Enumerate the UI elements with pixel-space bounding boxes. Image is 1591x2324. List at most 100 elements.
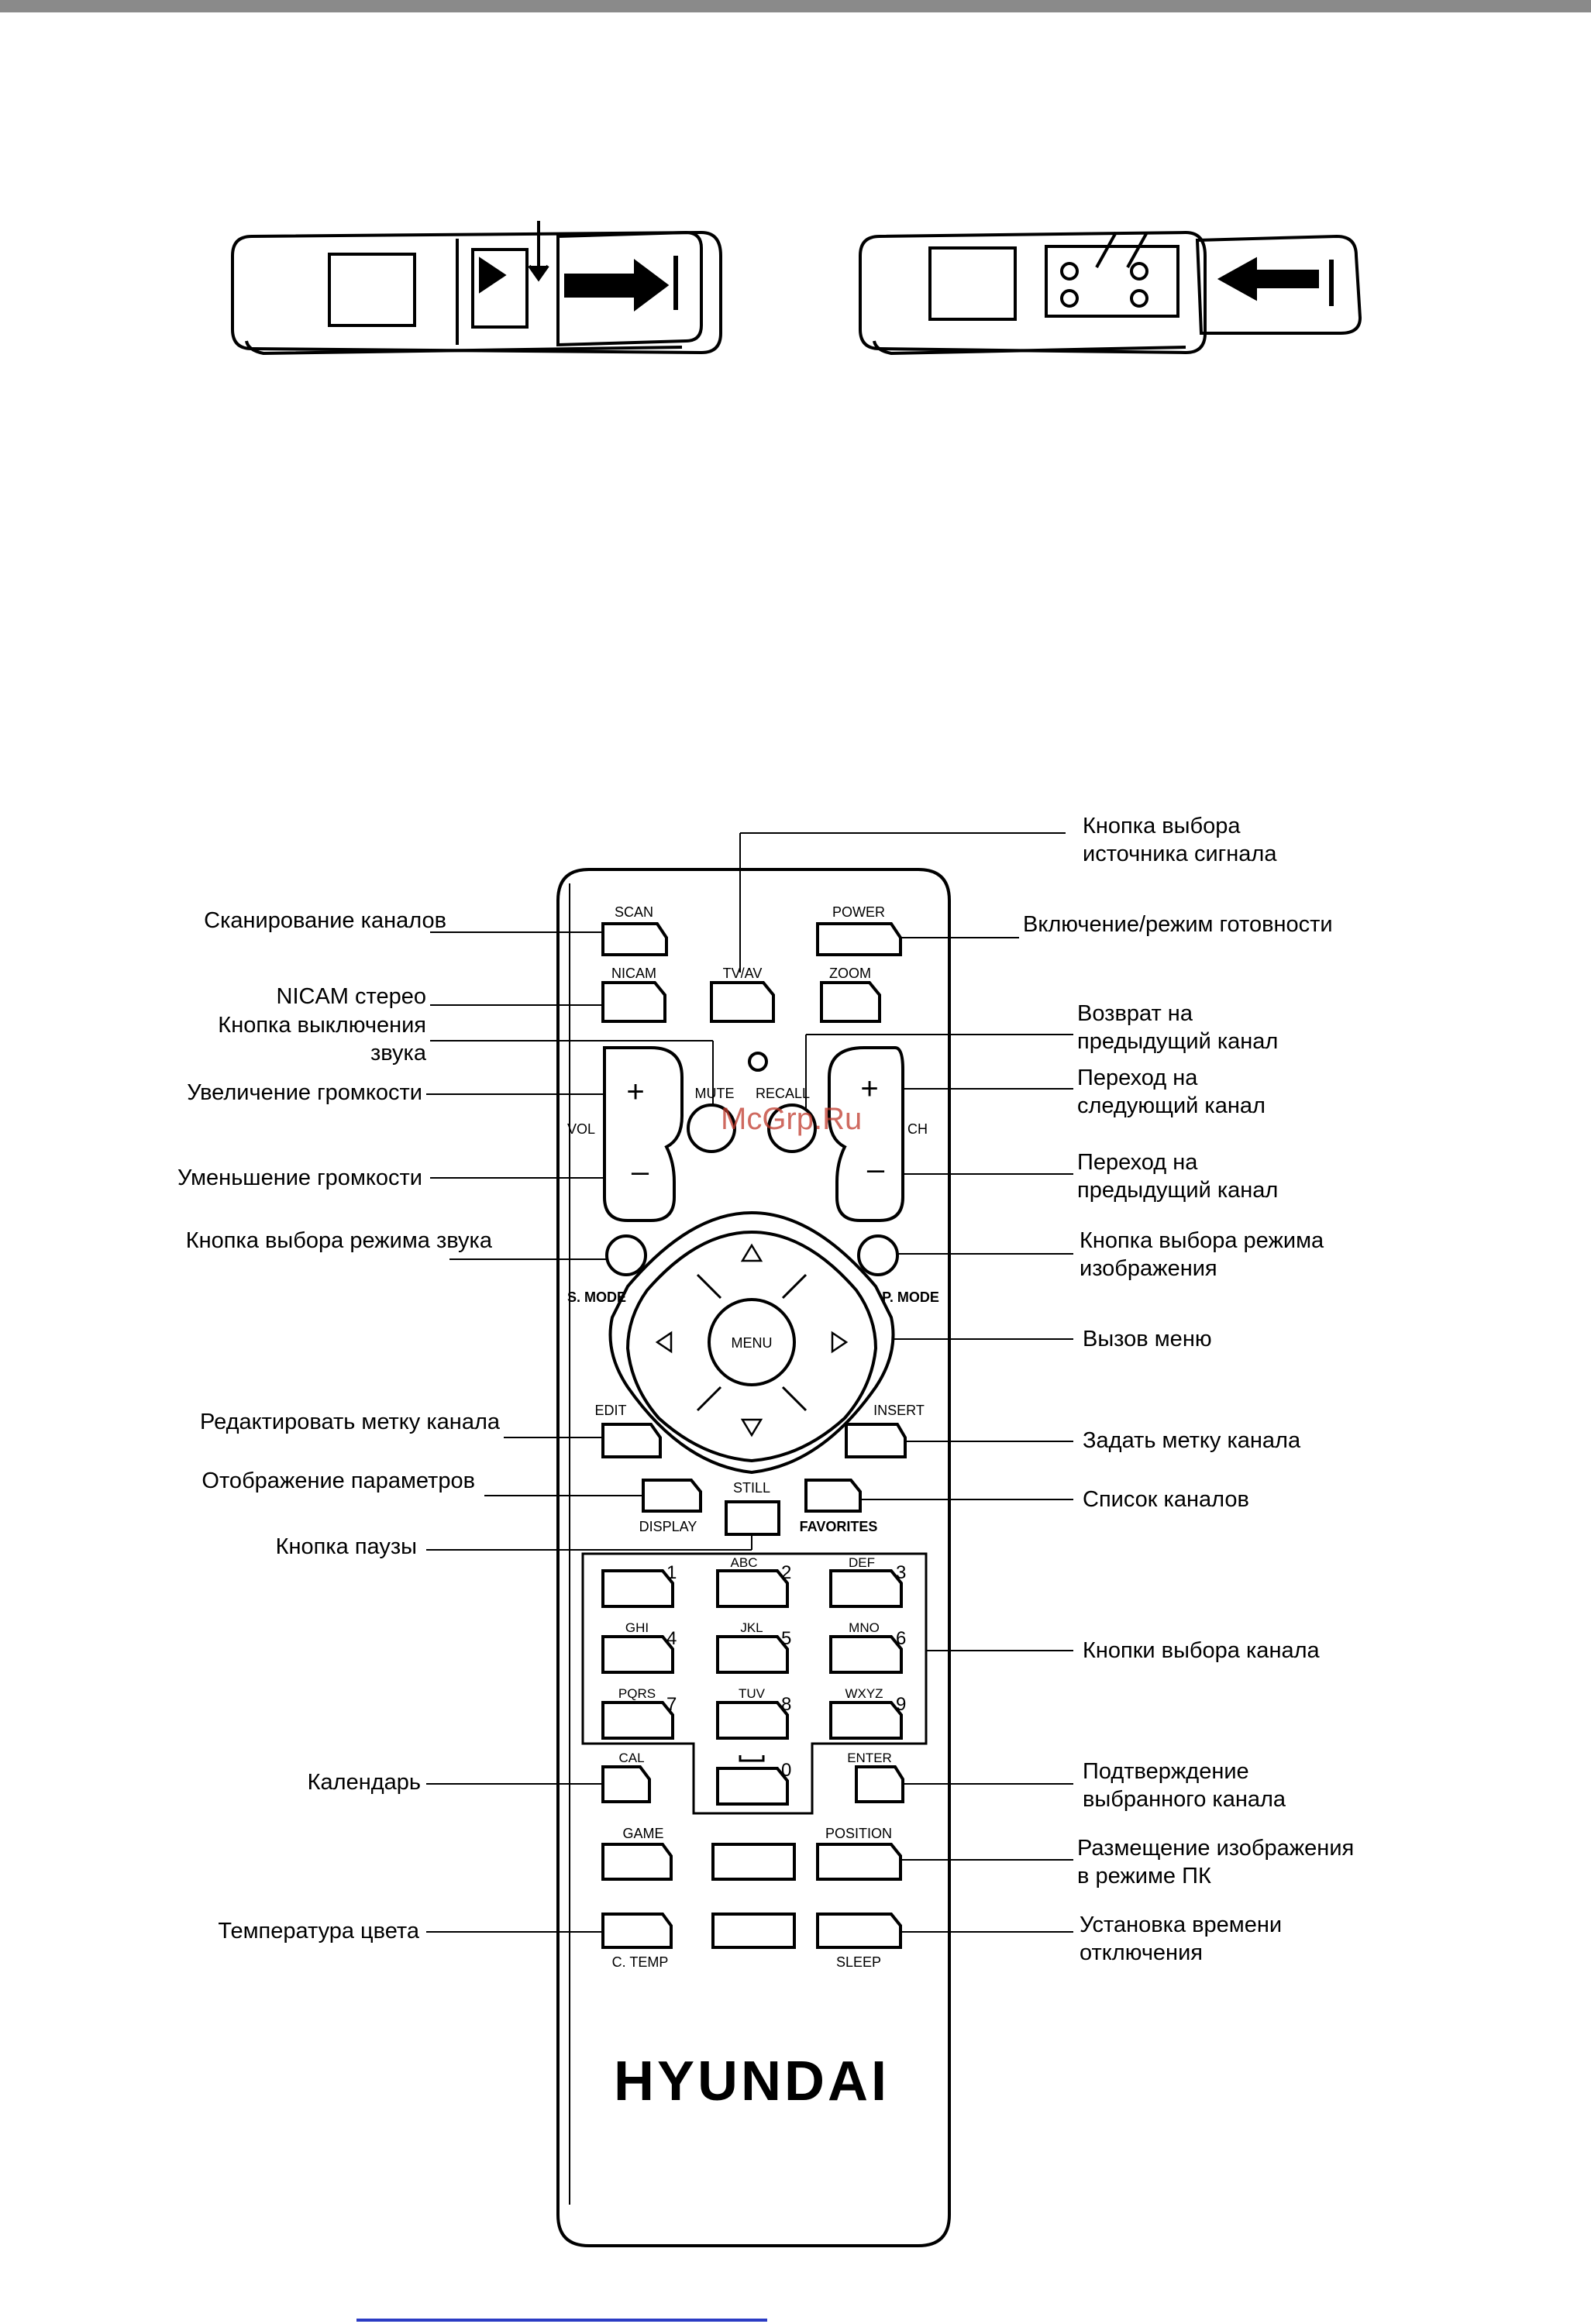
zoom-button[interactable] [820,981,881,1023]
remote-body [556,868,951,2247]
label-nicam: NICAM стерео [276,984,426,1009]
numpad-frame [581,1552,928,1815]
tuv-label: TUV [739,1686,766,1701]
ch-label: CH [907,1121,928,1137]
brand-logo: HYUNDAI [614,2050,890,2112]
digit-1-button[interactable] [601,1569,674,1608]
footer-link-line [356,2319,767,2322]
power-label: POWER [832,904,885,920]
blank-button-2[interactable] [711,1913,796,1949]
p-mode-label: P. MODE [882,1289,939,1305]
nicam-button[interactable] [601,981,666,1023]
blank-button-1[interactable] [711,1843,796,1881]
label-s-mode: Кнопка выбора режима звука [185,1228,492,1253]
still-button[interactable] [725,1500,780,1536]
digit-3-label: 3 [896,1562,906,1583]
nav-left-arrow-icon[interactable] [655,1331,673,1354]
digit-7-label: 7 [666,1694,677,1715]
nav-right-arrow-icon[interactable] [831,1331,849,1354]
label-favorites: Список каналов [1083,1487,1249,1512]
zoom-label: ZOOM [829,966,871,981]
digit-8-button[interactable] [716,1701,789,1740]
recall-button[interactable] [767,1103,817,1153]
display-button[interactable] [642,1479,702,1513]
sleep-button[interactable] [816,1913,902,1949]
label-ch-up: Переход на следующий канал [1077,1066,1266,1118]
label-power: Включение/режим готовности [1023,912,1333,937]
digit-0-button[interactable] [716,1767,789,1806]
leader-lines [426,832,1073,1933]
nav-up-arrow-icon[interactable] [740,1243,763,1262]
vol-plus: + [626,1075,644,1109]
c-temp-label: C. TEMP [612,1954,669,1970]
vol-label: VOL [567,1121,595,1137]
menu-button[interactable] [708,1298,796,1386]
battery-illustrations [231,221,1362,356]
c-temp-button[interactable] [601,1913,673,1949]
digit-7-button[interactable] [601,1701,674,1740]
favorites-button[interactable] [804,1479,862,1513]
insert-button[interactable] [845,1423,907,1458]
indicator-led [748,1052,768,1072]
cal-button[interactable] [601,1765,651,1803]
favorites-label: FAVORITES [800,1519,878,1534]
insert-label: INSERT [873,1403,925,1418]
enter-button[interactable] [855,1765,904,1803]
pqrs-label: PQRS [618,1686,656,1701]
digit-4-label: 4 [666,1628,677,1649]
label-menu: Вызов меню [1083,1327,1212,1351]
label-digits: Кнопки выбора канала [1083,1638,1320,1663]
ch-minus: – [867,1152,885,1186]
ghi-label: GHI [625,1620,649,1635]
scan-button[interactable] [601,922,668,956]
power-button[interactable] [816,922,902,956]
label-vol-up: Увеличение громкости [187,1080,422,1105]
digit-8-label: 8 [781,1694,791,1715]
digit-6-button[interactable] [829,1635,903,1674]
watermark: McGrp.Ru [721,1102,863,1136]
cal-label: CAL [618,1751,644,1765]
ch-rocker[interactable] [828,1046,904,1222]
mute-button[interactable] [687,1103,736,1153]
label-c-temp: Температура цвета [218,1919,419,1944]
label-sleep: Установка времени отключения [1080,1913,1283,1965]
p-mode-button[interactable] [857,1234,899,1276]
label-scan: Сканирование каналов [204,908,446,933]
digit-9-button[interactable] [829,1701,903,1740]
jkl-label: JKL [740,1620,763,1635]
digit-2-label: 2 [781,1562,791,1583]
digit-4-button[interactable] [601,1635,674,1674]
mno-label: MNO [849,1620,880,1635]
game-label: GAME [622,1826,663,1841]
game-button[interactable] [601,1843,673,1881]
digit-9-label: 9 [896,1694,906,1715]
digit-3-button[interactable] [829,1569,903,1608]
label-recall: Возврат на предыдущий канал [1077,1001,1279,1054]
nav-arrows[interactable] [655,1243,849,1437]
label-insert: Задать метку канала [1083,1428,1301,1453]
label-edit: Редактировать метку канала [200,1410,500,1434]
tv-av-label: TV/AV [723,966,763,981]
mute-label: MUTE [695,1086,735,1101]
edit-button[interactable] [601,1423,662,1458]
tv-av-button[interactable] [710,981,775,1023]
position-label: POSITION [825,1826,892,1841]
position-button[interactable] [816,1843,902,1881]
top-bar [0,0,1591,12]
vol-rocker[interactable] [603,1046,684,1222]
nav-down-arrow-icon[interactable] [740,1418,763,1437]
vol-minus: – [632,1155,649,1189]
enter-label: ENTER [847,1751,892,1765]
def-label: DEF [849,1555,875,1570]
s-mode-label: S. MODE [567,1289,626,1305]
wxyz-label: WXYZ [845,1686,883,1701]
menu-label: MENU [732,1335,773,1351]
label-source: Кнопка выбора источника сигнала [1083,814,1277,866]
digit-6-label: 6 [896,1628,906,1649]
digit-2-button[interactable] [716,1569,789,1608]
remote-back-open-illustration [231,221,722,356]
digit-5-button[interactable] [716,1635,789,1674]
ch-plus: + [860,1072,878,1106]
s-mode-button[interactable] [605,1234,647,1276]
label-display: Отображение параметров [201,1468,475,1493]
